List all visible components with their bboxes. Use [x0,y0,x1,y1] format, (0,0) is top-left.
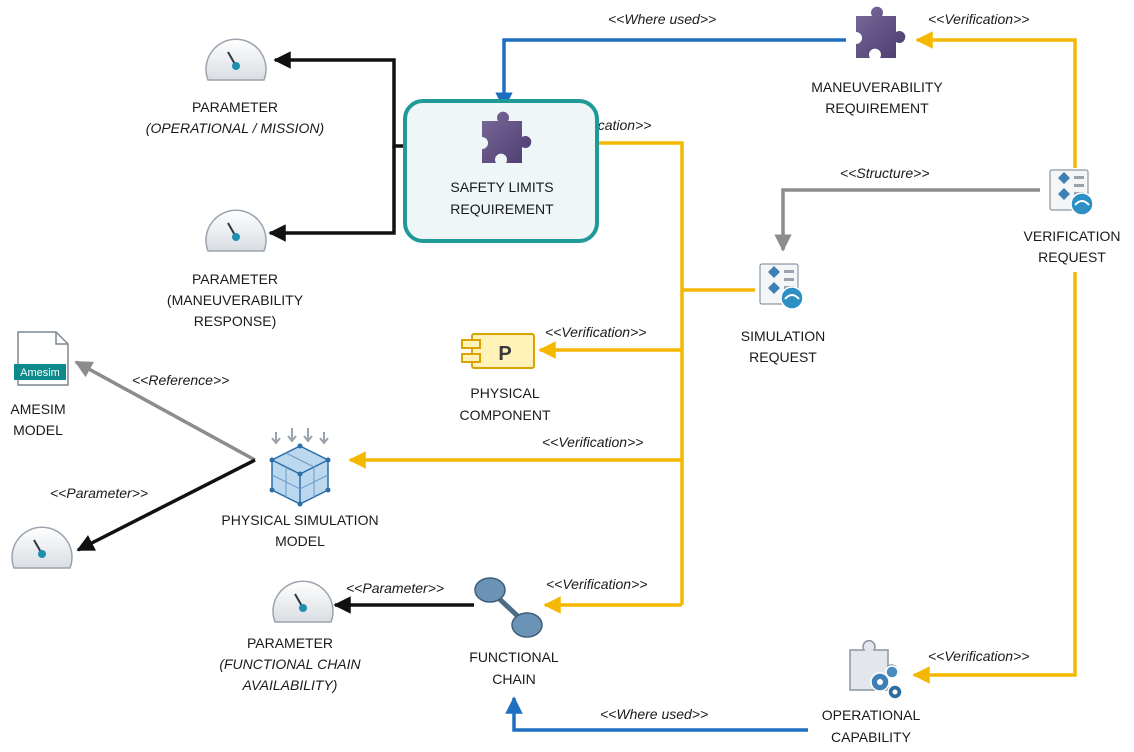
node-label-line2: MODEL [13,422,63,438]
node-label-line3: RESPONSE) [194,313,276,329]
node-label-line1: PARAMETER [192,99,278,115]
node-label-line2: REQUIREMENT [450,201,554,217]
amesim-badge: Amesim [20,367,60,379]
edge-label-verification-simulation: <<Verification>> [542,434,643,450]
node-param-maneuverability[interactable]: PARAMETER (MANEUVERABILITY RESPONSE) [167,209,304,329]
node-label-line1: MANEUVERABILITY [811,79,943,95]
node-label-line1: OPERATIONAL [822,707,921,723]
puzzle-icon [856,6,906,58]
node-physical-simulation-model[interactable]: PHYSICAL SIMULATION MODEL [221,428,379,549]
node-label-line3: AVAILABILITY) [242,677,338,693]
edge-verification-capability [912,272,1077,684]
edge-label-verification-top: <<Verification>> [928,11,1029,27]
node-functional-chain[interactable]: FUNCTIONAL CHAIN [469,577,559,687]
edge-where-used-top [495,38,846,110]
edge-structure [774,188,1040,252]
node-label-line2: (OPERATIONAL / MISSION) [146,120,324,136]
gauge-icon [205,209,267,252]
component-icon: P [461,333,535,369]
node-label-line2: (MANEUVERABILITY [167,292,304,308]
request-icon [759,263,804,310]
node-label-line1: VERIFICATION [1024,228,1121,244]
node-verification-request[interactable]: VERIFICATION REQUEST [1024,169,1121,265]
edge-label-parameter-left: <<Parameter>> [50,485,148,501]
request-icon [1049,169,1094,216]
gauge-icon [11,526,73,569]
edge-label-parameter-chain: <<Parameter>> [346,580,444,596]
component-icon-letter: P [498,343,511,365]
node-label-line1: SAFETY LIMITS [450,179,553,195]
puzzle-gear-icon [849,640,903,700]
edge-label-verification-chain: <<Verification>> [546,576,647,592]
edge-label-reference: <<Reference>> [132,372,229,388]
node-label-line1: PHYSICAL [470,385,539,401]
edge-parameter-left [76,458,256,552]
node-label-line2: REQUEST [749,349,817,365]
edge-safety-to-param-maneuverability [268,146,396,242]
node-label-line2: MODEL [275,533,325,549]
node-label-line1: PARAMETER [247,635,333,651]
node-label-line2: CAPABILITY [831,729,912,745]
gauge-icon [205,38,267,81]
node-label-line2: (FUNCTIONAL CHAIN [219,656,361,672]
edge-verification-top [915,31,1077,168]
node-param-operational[interactable]: PARAMETER (OPERATIONAL / MISSION) [146,38,324,136]
node-label-line2: REQUEST [1038,249,1106,265]
node-label-line1: FUNCTIONAL [469,649,559,665]
edge-label-verification-component: <<Verification>> [545,324,646,340]
node-label-line1: PHYSICAL SIMULATION [221,512,378,528]
node-simulation-request[interactable]: SIMULATION REQUEST [741,263,826,365]
node-amesim-model[interactable]: Amesim AMESIM MODEL [10,331,69,438]
cube-icon [269,428,331,507]
edge-reference [74,360,256,462]
node-maneuverability-requirement[interactable]: MANEUVERABILITY REQUIREMENT [811,6,943,116]
node-param-plain[interactable] [11,526,73,569]
node-safety-limits-requirement[interactable]: SAFETY LIMITS REQUIREMENT [403,99,599,243]
edge-label-where-used-top: <<Where used>> [608,11,716,27]
node-label-line2: CHAIN [492,671,536,687]
node-physical-component[interactable]: P PHYSICAL COMPONENT [460,333,551,423]
edge-label-structure: <<Structure>> [840,165,930,181]
document-icon: Amesim [14,331,69,386]
node-label-line2: COMPONENT [460,407,551,423]
node-label-line2: REQUIREMENT [825,100,929,116]
edge-label-verification-capability: <<Verification>> [928,648,1029,664]
node-label-line1: SIMULATION [741,328,826,344]
edge-label-where-used-bottom: <<Where used>> [600,706,708,722]
edge-where-used-bottom [505,696,808,732]
chain-icon [474,577,543,638]
highlight-frame [403,99,599,243]
node-operational-capability[interactable]: OPERATIONAL CAPABILITY [822,640,921,745]
node-label-line1: PARAMETER [192,271,278,287]
node-param-functional-chain[interactable]: PARAMETER (FUNCTIONAL CHAIN AVAILABILITY… [219,580,362,693]
gauge-icon [272,580,334,623]
node-label-line1: AMESIM [10,401,65,417]
